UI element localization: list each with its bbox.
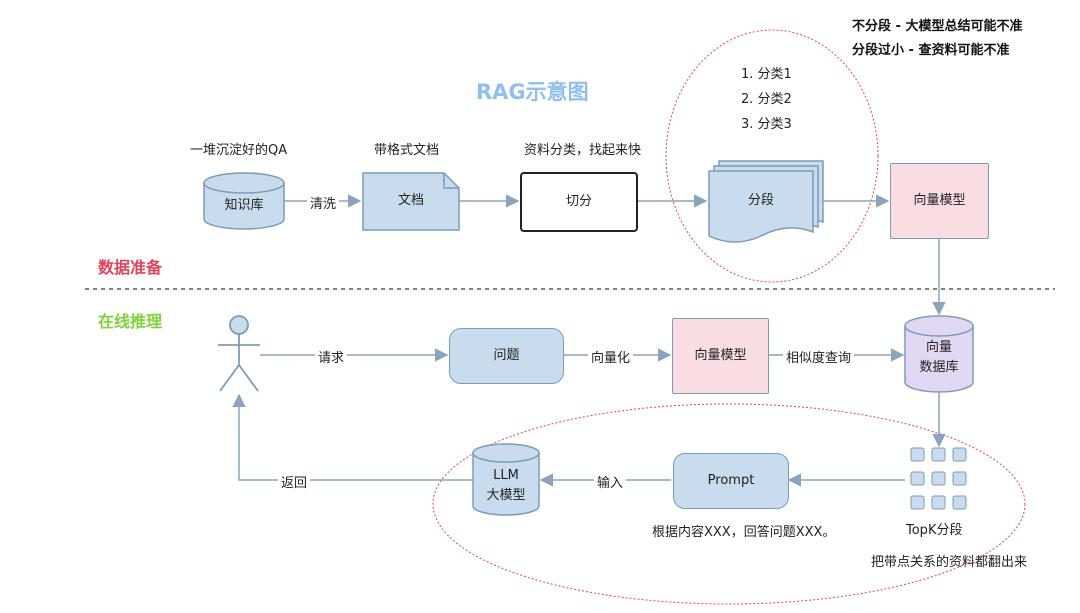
section-label-prep: 数据准备 — [98, 258, 163, 277]
node-label: LLM — [493, 468, 519, 483]
edge-llm-user — [232, 393, 473, 481]
node-label: 向量模型 — [913, 193, 966, 209]
caption-topk-note: 把带点关系的资料都翻出来 — [871, 555, 1028, 570]
node-label: Prompt — [707, 473, 755, 489]
doc-shape — [362, 172, 460, 231]
node-question: 问题 — [449, 328, 564, 384]
user-person-icon — [218, 315, 260, 392]
topk-grid-icon — [910, 447, 967, 510]
note-small-split: 分段过小 - 查资料可能不准 — [852, 43, 1010, 58]
category-item: 3. 分类3 — [741, 117, 792, 132]
edge-label-return: 返回 — [278, 472, 311, 491]
node-prompt: Prompt — [673, 453, 789, 509]
node-knowledge-base: 知识库 — [204, 191, 284, 221]
node-label: 数据库 — [919, 359, 959, 375]
edge-label-input: 输入 — [594, 472, 627, 491]
llm-cylinder-shape — [472, 443, 540, 516]
caption-split: 资料分类，找起来快 — [524, 143, 642, 158]
category-list: 1. 分类1 2. 分类2 3. 分类3 — [741, 63, 792, 138]
node-vector-db: 向量 数据库 — [905, 338, 973, 377]
node-label: 分段 — [747, 193, 774, 209]
node-topk: TopK分段 — [906, 523, 963, 538]
node-segments: 分段 — [709, 186, 813, 216]
caption-doc: 带格式文档 — [374, 143, 440, 158]
caption-kb: 一堆沉淀好的QA — [190, 143, 288, 158]
node-llm: LLM 大模型 — [473, 466, 539, 505]
vectordb-cylinder-shape — [904, 315, 974, 393]
edge-label-clean: 清洗 — [307, 193, 340, 212]
caption-prompt: 根据内容XXX，回答问题XXX。 — [652, 525, 836, 540]
node-document: 文档 — [363, 186, 459, 216]
node-label: 切分 — [565, 194, 592, 210]
node-label: 知识库 — [224, 198, 264, 214]
node-split: 切分 — [520, 172, 638, 232]
category-item: 1. 分类1 — [741, 67, 792, 82]
edge-label-vectorize: 向量化 — [588, 347, 634, 366]
retrieval-highlight-ellipse — [432, 403, 1026, 605]
edge-label-similarity: 相似度查询 — [783, 347, 855, 366]
node-label: 文档 — [397, 193, 424, 209]
segments-highlight-ellipse — [665, 29, 879, 283]
section-label-inference: 在线推理 — [98, 312, 163, 331]
node-label: 大模型 — [486, 487, 526, 503]
node-embedding-model-mid: 向量模型 — [672, 318, 769, 394]
edge-label-request: 请求 — [315, 347, 348, 366]
node-label: 向量 — [925, 340, 952, 355]
node-label: 问题 — [493, 348, 520, 364]
category-item: 2. 分类2 — [741, 92, 792, 107]
segments-stack-shape — [708, 160, 824, 243]
note-no-split: 不分段 - 大模型总结可能不准 — [852, 19, 1023, 34]
kb-cylinder-shape — [203, 172, 285, 230]
node-embedding-model-top: 向量模型 — [890, 163, 989, 239]
node-label: 向量模型 — [694, 348, 747, 364]
diagram-title: RAG示意图 — [476, 80, 589, 104]
